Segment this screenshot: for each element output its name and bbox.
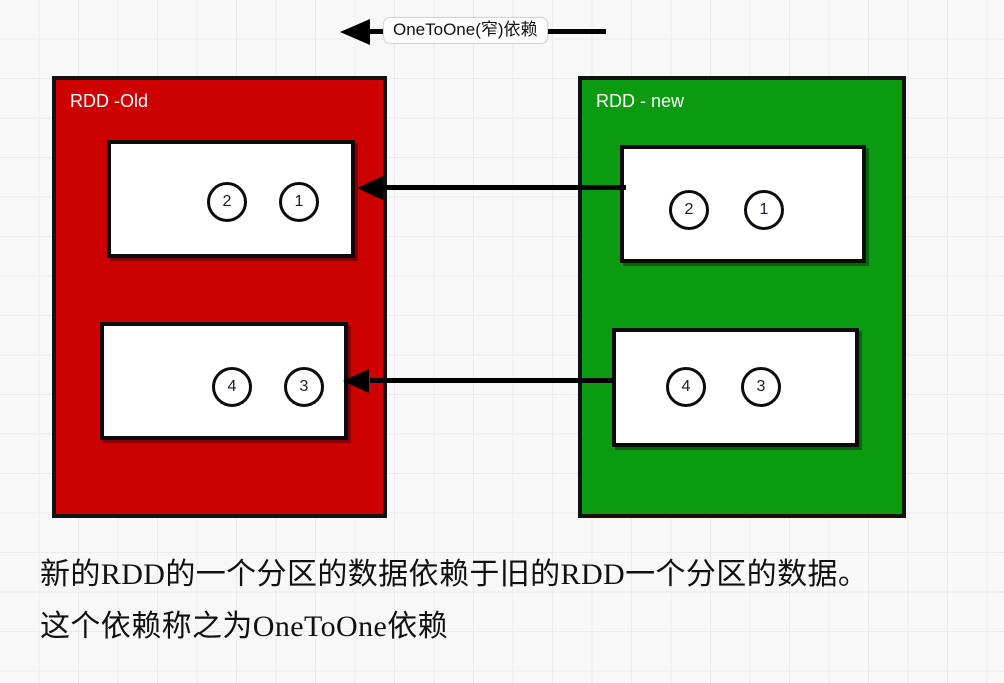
- partition-old-2-circle-4: 4: [212, 367, 252, 407]
- partition-new-1-circle-2: 2: [669, 190, 709, 230]
- partition-old-1: 2 1: [107, 140, 355, 258]
- partition-new-1: 2 1: [620, 145, 866, 263]
- dependency-arrow-bottom-head-icon: [343, 369, 369, 393]
- partition-old-1-circle-1: 1: [279, 182, 319, 222]
- onetoone-label: OneToOne(窄)依赖: [383, 17, 548, 44]
- partition-new-2: 4 3: [612, 328, 859, 447]
- caption-line-1: 新的RDD的一个分区的数据依赖于旧的RDD一个分区的数据。: [40, 558, 869, 591]
- rdd-new-title: RDD - new: [596, 91, 685, 111]
- partition-new-1-circle-1: 1: [744, 190, 784, 230]
- dependency-arrow-top-line: [382, 185, 626, 190]
- partition-old-1-circle-2: 2: [207, 182, 247, 222]
- partition-new-2-circle-3: 3: [741, 367, 781, 407]
- partition-old-2: 4 3: [100, 322, 348, 440]
- dependency-arrow-bottom-line: [370, 378, 614, 383]
- partition-old-2-circle-3: 3: [284, 367, 324, 407]
- rdd-new-container: RDD - new: [578, 76, 906, 518]
- rdd-old-title: RDD -Old: [70, 91, 149, 111]
- dependency-arrow-top-head-icon: [357, 176, 383, 200]
- onetoone-arrow-head-icon: [340, 19, 370, 45]
- caption-line-2: 这个依赖称之为OneToOne依赖: [40, 610, 448, 643]
- partition-new-2-circle-4: 4: [666, 367, 706, 407]
